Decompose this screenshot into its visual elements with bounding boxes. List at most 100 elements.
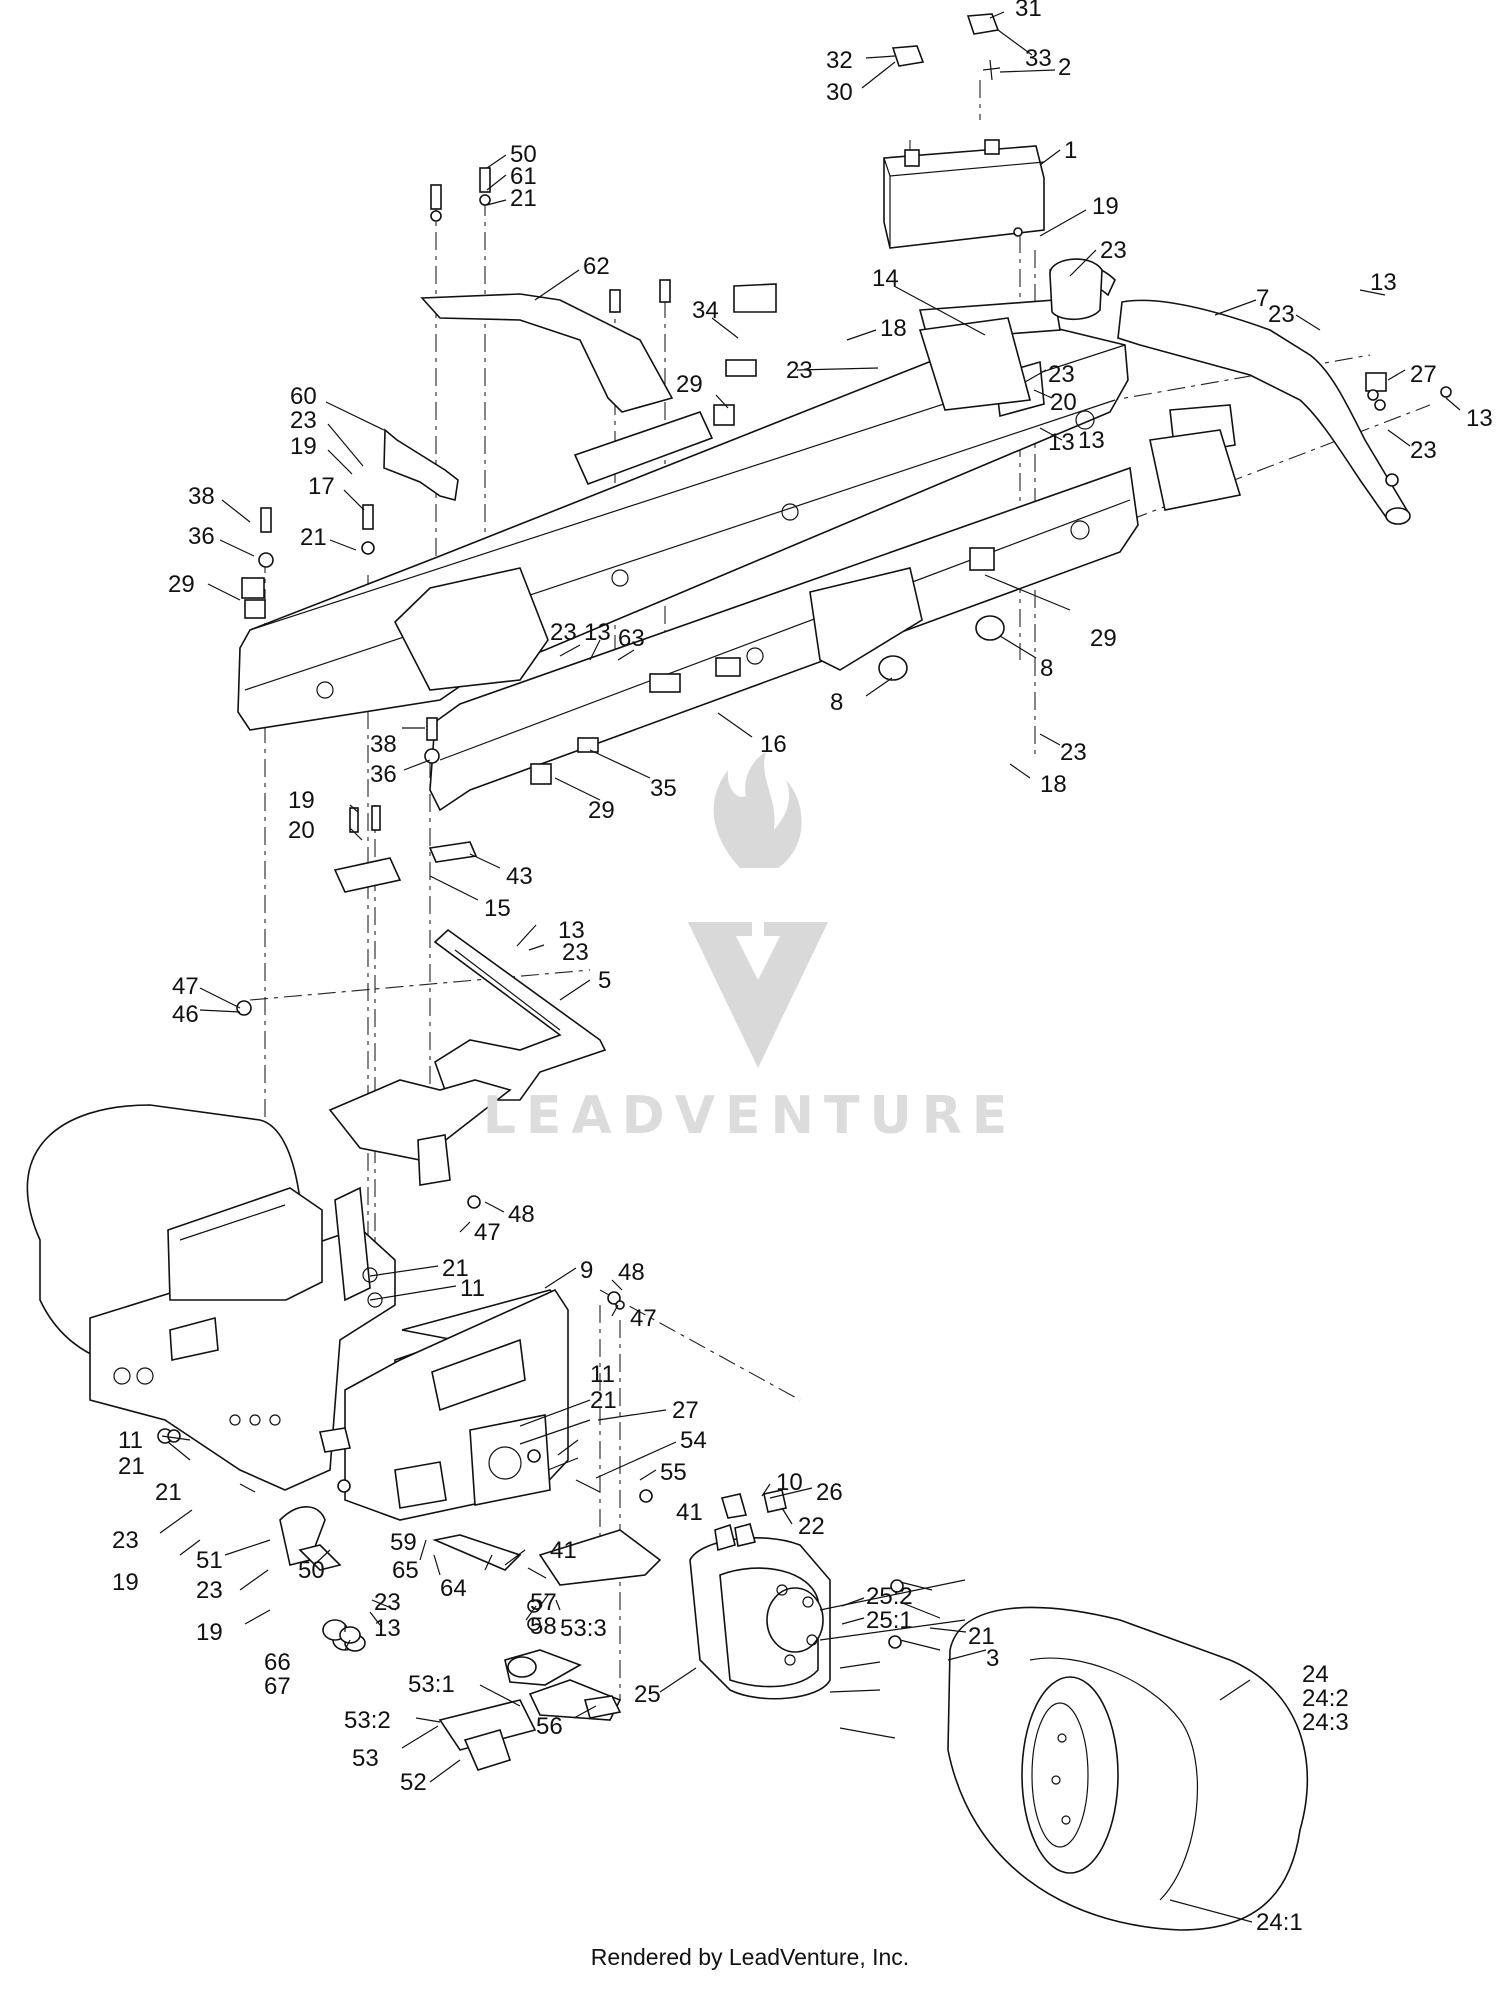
callout-61: 61 (510, 163, 537, 190)
callout-29: 29 (588, 797, 615, 824)
callout-38: 38 (188, 483, 215, 510)
filter (1049, 258, 1103, 321)
callout-36: 36 (188, 523, 215, 550)
callout-24: 24 (1302, 1661, 1329, 1688)
roll-bar-tube (1117, 299, 1411, 525)
callout-51: 51 (196, 1547, 223, 1574)
callout-53:2: 53:2 (344, 1707, 391, 1734)
callout-62: 62 (583, 253, 610, 280)
callout-46: 46 (172, 1001, 199, 1028)
callout-35: 35 (650, 775, 677, 802)
callout-19: 19 (288, 787, 315, 814)
callout-30: 30 (826, 79, 853, 106)
bumpers (878, 615, 1005, 681)
callout-63: 63 (618, 625, 645, 652)
callout-18: 18 (880, 315, 907, 342)
callout-8: 8 (830, 689, 843, 716)
callout-11: 11 (590, 1361, 615, 1388)
callout-5: 5 (598, 967, 611, 994)
callout-21: 21 (590, 1387, 617, 1414)
callout-53: 53 (352, 1745, 379, 1772)
callout-54: 54 (680, 1427, 707, 1454)
callout-21: 21 (300, 524, 327, 551)
terminal-caps (891, 13, 1001, 81)
callout-41: 41 (550, 1537, 577, 1564)
callout-23: 23 (550, 619, 577, 646)
callout-64: 64 (440, 1575, 467, 1602)
watermark-text: LEADVENTURE (482, 1086, 1018, 1146)
callout-11: 11 (460, 1275, 485, 1302)
callout-55: 55 (660, 1459, 687, 1486)
front-frame-bracket (328, 928, 607, 1186)
callout-29: 29 (168, 571, 195, 598)
callout-labels: 31 32 33 2 30 1 50 61 21 19 23 62 14 18 … (112, 0, 1493, 1936)
callout-15: 15 (484, 895, 511, 922)
callout-66: 66 (264, 1649, 291, 1676)
callout-13: 13 (1078, 427, 1105, 454)
front-axle-assembly (89, 1186, 569, 1521)
callout-2: 2 (1058, 54, 1071, 81)
callout-52: 52 (400, 1769, 427, 1796)
pivot-components (279, 1506, 662, 1771)
decals (241, 359, 1387, 893)
wheel-motor (689, 1489, 831, 1700)
callout-19: 19 (112, 1569, 139, 1596)
callout-13: 13 (1048, 429, 1075, 456)
callout-57: 57 (530, 1589, 557, 1616)
callout-3: 3 (986, 1645, 999, 1672)
callout-29: 29 (1090, 625, 1117, 652)
callout-47: 47 (172, 973, 199, 1000)
callout-29: 29 (676, 371, 703, 398)
callout-24:1: 24:1 (1256, 1909, 1303, 1936)
callout-21: 21 (118, 1453, 145, 1480)
callout-25:1: 25:1 (866, 1607, 913, 1634)
callout-33: 33 (1025, 45, 1052, 72)
callout-23: 23 (112, 1527, 139, 1554)
callout-21: 21 (510, 185, 537, 212)
callout-47: 47 (630, 1305, 657, 1332)
callout-23: 23 (1100, 237, 1127, 264)
callout-7: 7 (1256, 285, 1269, 312)
callout-48: 48 (618, 1259, 645, 1286)
right-wheel (947, 1606, 1309, 1931)
callout-60: 60 (290, 383, 317, 410)
callout-13: 13 (1466, 405, 1493, 432)
callout-48: 48 (508, 1201, 535, 1228)
callout-31: 31 (1015, 0, 1042, 22)
callout-67: 67 (264, 1673, 291, 1700)
callout-17: 17 (308, 473, 335, 500)
callout-59: 59 (390, 1529, 417, 1556)
callout-41: 41 (676, 1499, 703, 1526)
callout-53:1: 53:1 (408, 1671, 455, 1698)
callout-14: 14 (872, 265, 899, 292)
callout-23: 23 (1060, 739, 1087, 766)
callout-26: 26 (816, 1479, 843, 1506)
callout-21: 21 (968, 1623, 995, 1650)
callout-13: 13 (584, 619, 611, 646)
callout-23: 23 (1048, 361, 1075, 388)
callout-19: 19 (196, 1619, 223, 1646)
callout-38: 38 (370, 731, 397, 758)
callout-18: 18 (1040, 771, 1067, 798)
callout-25: 25 (634, 1681, 661, 1708)
callout-22: 22 (798, 1513, 825, 1540)
callout-1: 1 (1064, 137, 1077, 164)
callout-43: 43 (506, 863, 533, 890)
callout-56: 56 (536, 1713, 563, 1740)
callout-11: 11 (118, 1427, 143, 1454)
battery (883, 139, 1045, 249)
callout-21: 21 (442, 1255, 469, 1282)
callout-23: 23 (786, 357, 813, 384)
callout-27: 27 (672, 1397, 699, 1424)
callout-16: 16 (760, 731, 787, 758)
callout-13: 13 (374, 1615, 401, 1642)
callout-50: 50 (298, 1557, 325, 1584)
callout-24:2: 24:2 (1302, 1685, 1349, 1712)
callout-27: 27 (1410, 361, 1437, 388)
callout-8: 8 (1040, 655, 1053, 682)
callout-50: 50 (510, 141, 537, 168)
fasteners (157, 167, 1452, 1649)
callout-13: 13 (558, 917, 585, 944)
callout-65: 65 (392, 1557, 419, 1584)
